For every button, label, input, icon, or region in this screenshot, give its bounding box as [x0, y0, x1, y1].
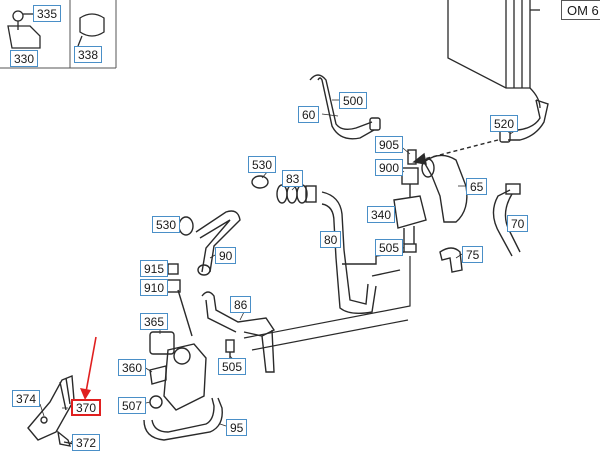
part-label-374[interactable]: 374	[12, 390, 41, 407]
leader-lines	[39, 99, 517, 445]
part-label-365[interactable]: 365	[140, 313, 169, 330]
part-label-505-upper[interactable]: 505	[375, 239, 404, 256]
part-label-520[interactable]: 520	[490, 115, 519, 132]
fitting-505	[225, 339, 235, 358]
part-label-80[interactable]: 80	[320, 231, 342, 248]
part-label-372[interactable]: 372	[72, 434, 101, 451]
water-pump	[149, 331, 207, 411]
bracket-part-icon	[7, 10, 41, 49]
highlight-arrow	[80, 336, 97, 400]
part-label-330[interactable]: 330	[10, 50, 39, 67]
part-label-360[interactable]: 360	[118, 359, 147, 376]
hose-80	[321, 191, 405, 315]
part-label-370-highlighted[interactable]: 370	[71, 399, 102, 416]
part-label-507[interactable]: 507	[118, 397, 147, 414]
part-label-500[interactable]: 500	[339, 92, 368, 109]
clip-part-icon	[77, 13, 105, 47]
part-label-86[interactable]: 86	[230, 296, 252, 313]
part-label-75[interactable]: 75	[462, 246, 484, 263]
part-label-90[interactable]: 90	[215, 247, 237, 264]
hose-86	[201, 291, 276, 373]
hose-65	[421, 154, 468, 223]
fitting-910	[165, 263, 193, 337]
hose-75	[439, 247, 463, 273]
part-label-910[interactable]: 910	[140, 279, 169, 296]
mounting-bracket	[27, 374, 75, 447]
part-label-505-lower[interactable]: 505	[218, 358, 247, 375]
part-label-900[interactable]: 900	[375, 159, 404, 176]
part-label-70[interactable]: 70	[507, 215, 529, 232]
hose-90	[178, 210, 241, 276]
part-label-915[interactable]: 915	[140, 260, 169, 277]
part-label-60[interactable]: 60	[298, 106, 320, 123]
part-label-95[interactable]: 95	[226, 419, 248, 436]
hose-95	[143, 397, 223, 441]
part-label-65[interactable]: 65	[466, 178, 488, 195]
part-label-83[interactable]: 83	[282, 170, 304, 187]
part-label-905[interactable]: 905	[375, 136, 404, 153]
part-label-338[interactable]: 338	[74, 46, 103, 63]
part-label-530-lower[interactable]: 530	[152, 216, 181, 233]
routing-lines	[243, 256, 411, 351]
inset-frames	[0, 0, 117, 69]
hose-60	[309, 74, 381, 140]
part-label-530-upper[interactable]: 530	[248, 156, 277, 173]
engine-model-label: OM 6	[561, 0, 600, 20]
part-label-340[interactable]: 340	[367, 206, 396, 223]
hose-520	[412, 99, 549, 165]
radiator	[447, 0, 541, 109]
part-label-335[interactable]: 335	[33, 5, 62, 22]
